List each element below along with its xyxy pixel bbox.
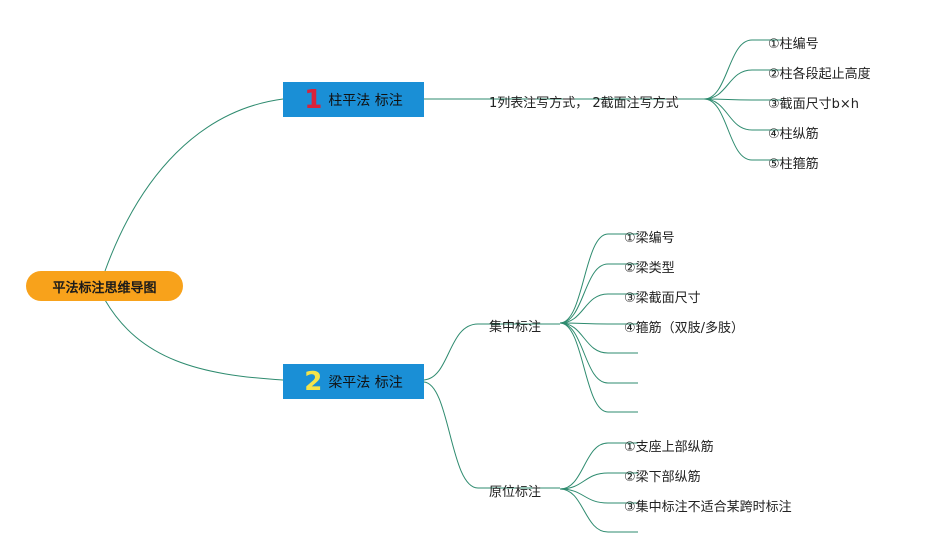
edge-in-situ-leaf [559, 488, 638, 504]
beam-centralized-leaf[interactable]: ④箍筋（双肢/多肢） [624, 321, 745, 336]
root-node[interactable]: 平法标注思维导图 [26, 271, 183, 301]
beam-group-in-situ[interactable]: 原位标注 [489, 485, 542, 500]
edge-column-leaf [703, 69, 782, 100]
beam-group-centralized[interactable]: 集中标注 [489, 320, 542, 335]
edge-centralized-leaf [559, 322, 638, 354]
edge-column-leaf [703, 98, 782, 161]
edge-centralized-leaf [559, 322, 638, 413]
beam-in-situ-leaf[interactable]: ③集中标注不适合某跨时标注 [624, 500, 792, 515]
branch-label: 梁平法 标注 [328, 374, 403, 391]
root-label: 平法标注思维导图 [52, 280, 157, 296]
edge-centralized-leaf [559, 322, 638, 384]
beam-in-situ-leaf[interactable]: ②梁下部纵筋 [624, 470, 701, 485]
edge-column-leaf [703, 98, 782, 131]
column-leaf[interactable]: ③截面尺寸b×h [768, 97, 860, 112]
column-leaf[interactable]: ②柱各段起止高度 [768, 67, 871, 82]
beam-centralized-leaf[interactable]: ③梁截面尺寸 [624, 291, 701, 306]
edge-column-leaf [703, 39, 782, 100]
beam-in-situ-leaf[interactable]: ①支座上部纵筋 [624, 440, 714, 455]
column-leaf[interactable]: ①柱编号 [768, 37, 819, 52]
edge-in-situ-leaf [559, 442, 638, 490]
branch-column-notation[interactable]: 1 柱平法 标注 [283, 82, 424, 117]
branch-label: 柱平法 标注 [328, 92, 403, 109]
edge-centralized-leaf [559, 293, 638, 324]
edge-centralized-leaf [559, 263, 638, 324]
edge-beam-to-in-situ [423, 381, 479, 489]
edge-root-to-beam [104, 299, 284, 381]
column-leaf[interactable]: ⑤柱箍筋 [768, 157, 819, 172]
branch-beam-notation[interactable]: 2 梁平法 标注 [283, 364, 424, 399]
edge-centralized-leaf [559, 233, 638, 324]
edge-in-situ-leaf [559, 488, 638, 533]
column-leaf[interactable]: ④柱纵筋 [768, 127, 819, 142]
number-two-badge: 2 [304, 366, 323, 397]
edge-in-situ-leaf [559, 472, 638, 490]
edge-root-to-column [104, 98, 284, 272]
column-sub-node[interactable]: 1列表注写方式， 2截面注写方式 [489, 92, 679, 111]
edge-column-leaf [703, 98, 782, 101]
column-sub-label: 1列表注写方式， 2截面注写方式 [489, 96, 679, 111]
edge-centralized-leaf [559, 322, 638, 325]
number-one-badge: 1 [304, 84, 323, 115]
edge-beam-to-centralized [423, 323, 479, 381]
beam-centralized-leaf[interactable]: ①梁编号 [624, 231, 675, 246]
beam-centralized-leaf[interactable]: ②梁类型 [624, 261, 675, 276]
